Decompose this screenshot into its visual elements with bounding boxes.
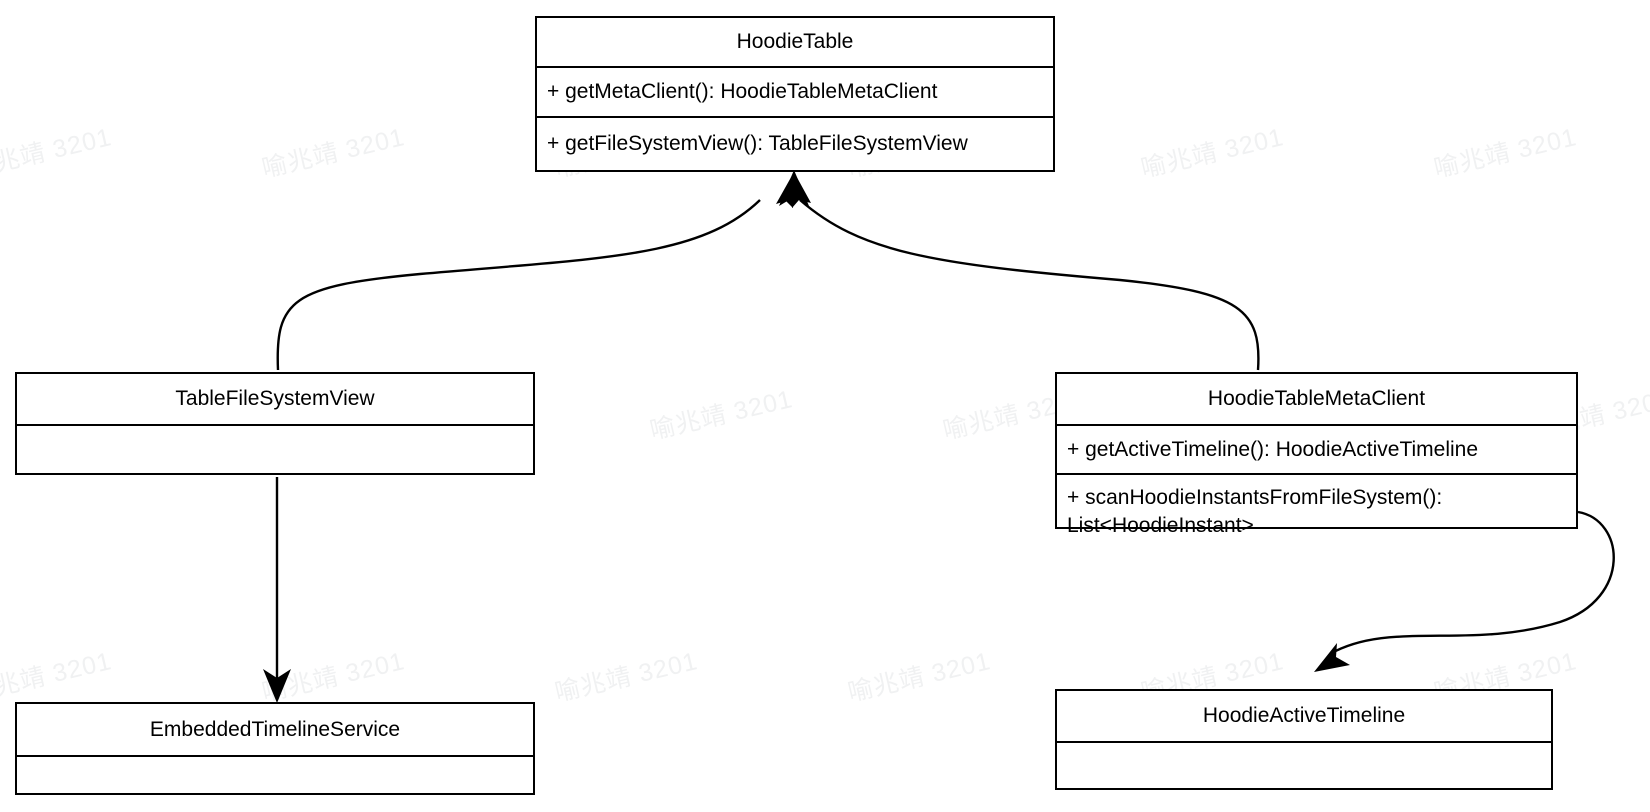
watermark-text: 喻兆靖 3201 <box>0 123 115 184</box>
watermark-text: 喻兆靖 3201 <box>647 385 796 446</box>
class-name-label: EmbeddedTimelineService <box>149 717 401 741</box>
edge-tfsv-to-ets <box>263 477 291 703</box>
watermark-text: 喻兆靖 3201 <box>0 647 115 708</box>
class-box-hoodie-active-timeline[interactable]: HoodieActiveTimeline <box>1055 689 1553 790</box>
class-member-row: + getFileSystemView(): TableFileSystemVi… <box>537 116 1053 170</box>
edge-htmc-to-hat <box>1314 510 1615 672</box>
edge-tfsv-to-hoodietable <box>276 172 794 371</box>
member-label: + getFileSystemView(): TableFileSystemVi… <box>547 132 968 155</box>
watermark-text: 喻兆靖 3201 <box>1431 123 1580 184</box>
member-label: + getActiveTimeline(): HoodieActiveTimel… <box>1067 437 1479 461</box>
class-member-row: + getMetaClient(): HoodieTableMetaClient <box>537 66 1053 116</box>
watermark-text: 喻兆靖 3201 <box>845 647 994 708</box>
class-title-table-file-system-view: TableFileSystemView <box>17 374 533 424</box>
class-title-hoodie-table: HoodieTable <box>537 18 1053 66</box>
class-box-embedded-timeline-service[interactable]: EmbeddedTimelineService <box>15 702 535 795</box>
class-name-label: TableFileSystemView <box>175 387 375 410</box>
arrowhead-hoodietable <box>779 170 809 206</box>
class-name-label: HoodieActiveTimeline <box>1202 704 1406 727</box>
class-title-hoodie-active-timeline: HoodieActiveTimeline <box>1057 691 1551 741</box>
watermark-text: 喻兆靖 3201 <box>259 647 408 708</box>
class-member-row: + getActiveTimeline(): HoodieActiveTimel… <box>1057 424 1576 473</box>
class-name-label: HoodieTableMetaClient <box>1207 387 1426 410</box>
class-box-hoodie-table-meta-client[interactable]: HoodieTableMetaClient + getActiveTimelin… <box>1055 372 1578 537</box>
member-label: + getMetaClient(): HoodieTableMetaClient <box>547 80 938 103</box>
class-title-hoodie-table-meta-client: HoodieTableMetaClient <box>1057 374 1576 424</box>
watermark-text: 喻兆靖 3201 <box>1138 123 1287 184</box>
class-member-row: + scanHoodieInstantsFromFileSystem(): Li… <box>1057 473 1576 537</box>
watermark-text: 喻兆靖 3201 <box>552 647 701 708</box>
class-member-row-empty <box>1057 741 1551 788</box>
class-box-hoodie-table[interactable]: HoodieTable + getMetaClient(): HoodieTab… <box>535 16 1055 172</box>
class-member-row-empty <box>17 424 533 473</box>
watermark-text: 喻兆靖 3201 <box>259 123 408 184</box>
class-member-row-empty <box>17 755 533 793</box>
class-title-embedded-timeline-service: EmbeddedTimelineService <box>17 704 533 755</box>
class-name-label: HoodieTable <box>736 30 854 53</box>
member-label: + scanHoodieInstantsFromFileSystem(): Li… <box>1067 486 1443 537</box>
edge-htmc-to-hoodietable <box>792 172 1260 371</box>
class-box-table-file-system-view[interactable]: TableFileSystemView <box>15 372 535 475</box>
